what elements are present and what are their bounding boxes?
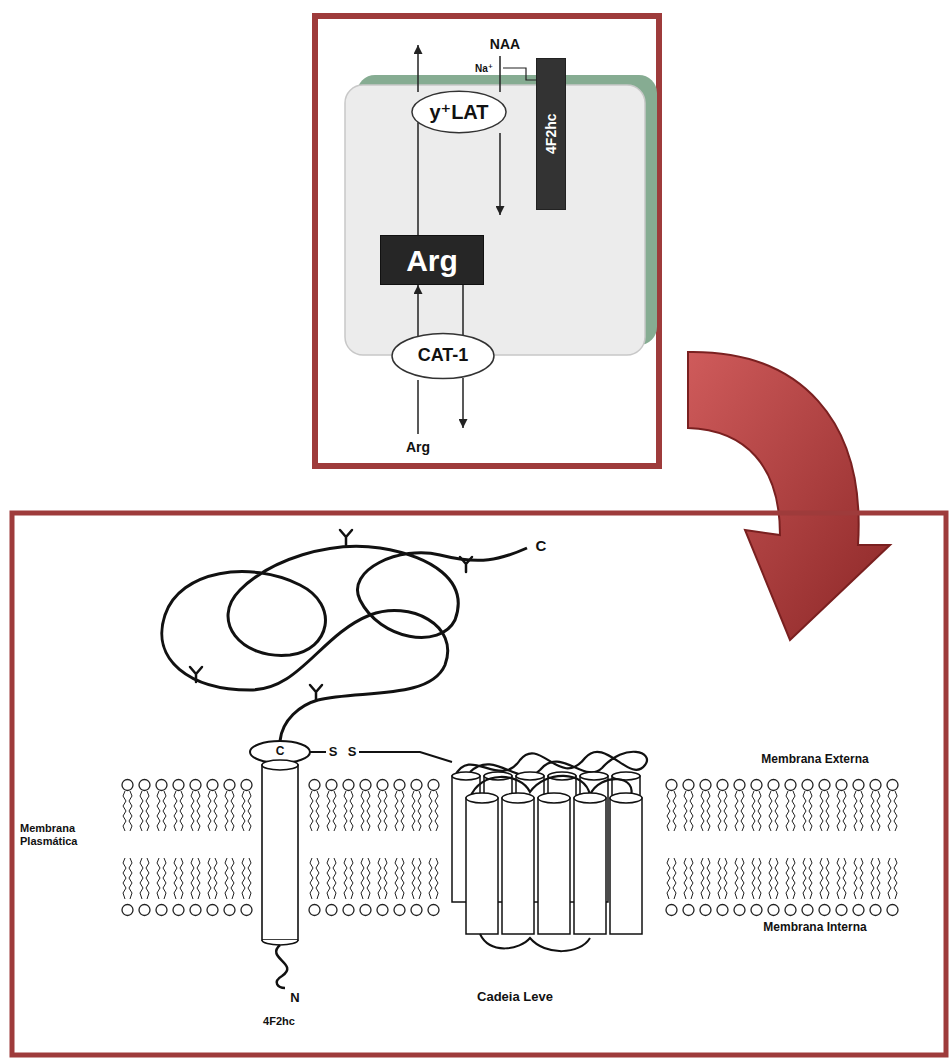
heavy-chain-helix [262, 760, 298, 945]
annotation-label: Membrana Plasmática [20, 822, 104, 847]
cell-outline [345, 85, 645, 355]
node-label: Arg [406, 244, 458, 277]
flow-arrow [417, 285, 419, 336]
n-terminus [276, 945, 287, 988]
node-label: 4F2hc [543, 114, 558, 154]
glycosylation-mark [190, 530, 472, 700]
panel-frame [12, 513, 946, 1055]
disulfide-bond [359, 752, 452, 762]
annotation-label: NAA [490, 36, 520, 52]
panel-frame [315, 16, 659, 466]
flow-arrow [462, 285, 464, 335]
annotation-label: C [536, 537, 547, 554]
release-arrow [462, 378, 464, 428]
annotation-label: Membrana Externa [761, 753, 868, 767]
annotation-label: N [290, 991, 299, 1006]
transporter-ellipse: y⁺LAT [411, 90, 507, 134]
heavy-chain [162, 546, 527, 741]
transition-arrow [688, 352, 890, 640]
influx-arrow [499, 133, 501, 215]
flow-arrow [417, 122, 419, 235]
node-label: y⁺LAT [429, 101, 488, 123]
light-chain [452, 752, 647, 951]
efflux-arrow [417, 45, 419, 92]
uptake-line [417, 380, 419, 434]
annotation-label: Membrana Interna [763, 921, 866, 935]
annotation-label: Na⁺ [475, 63, 493, 75]
disulfide-bond [310, 751, 326, 753]
annotation-label: C [276, 745, 285, 759]
influx-line [499, 56, 501, 92]
substrate-box: Arg [380, 235, 484, 285]
sodium-bracket [503, 68, 536, 80]
annotation-label: S [329, 745, 338, 760]
annotation-label: S [348, 745, 357, 760]
heavy-chain-bar: 4F2hc [536, 58, 566, 210]
annotation-label: 4F2hc [263, 1015, 295, 1028]
node-label: CAT-1 [418, 346, 469, 366]
transporter-ellipse: CAT-1 [391, 332, 495, 380]
annotation-label: Arg [406, 439, 430, 455]
annotation-label: Cadeia Leve [477, 990, 553, 1005]
